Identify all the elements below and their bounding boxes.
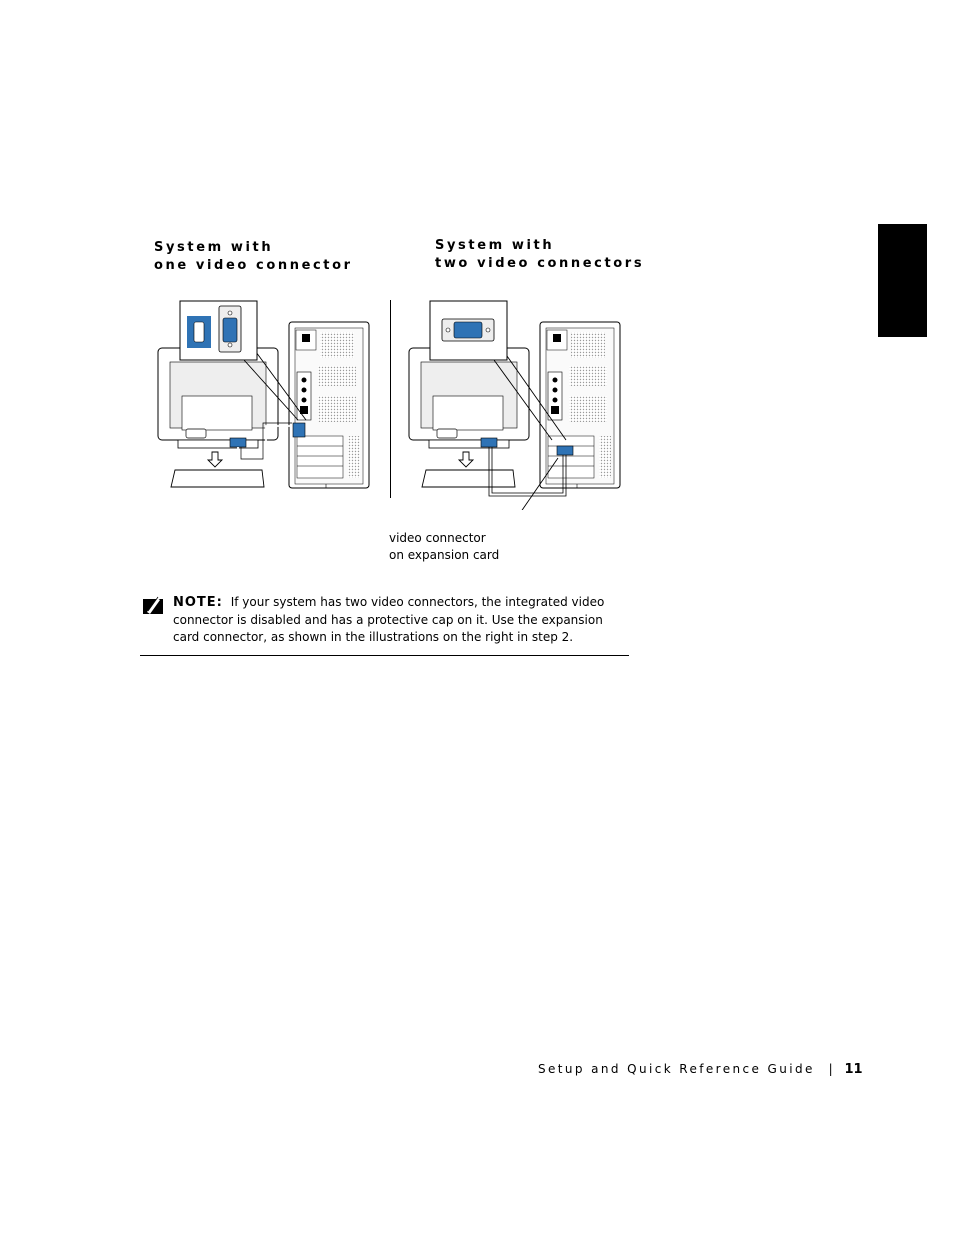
expansion-card-video-port <box>556 445 574 456</box>
video-cable <box>488 447 567 497</box>
note-text: If your system has two video connectors,… <box>173 595 605 644</box>
heading-line: two video connectors <box>435 256 645 271</box>
connection-illustration <box>157 300 621 510</box>
down-arrow-icon <box>206 451 224 468</box>
callout-line: video connector <box>389 531 486 545</box>
computer-tower-illustration <box>539 321 621 489</box>
footer-separator: | <box>828 1062 833 1076</box>
expansion-card-callout: video connector on expansion card <box>389 530 499 564</box>
heading-line: System with <box>154 240 274 255</box>
down-arrow-icon <box>457 451 475 468</box>
figure-divider <box>390 300 391 498</box>
heading-two-connectors: System with two video connectors <box>435 237 644 273</box>
section-tab <box>878 224 927 337</box>
monitor-illustration <box>157 347 279 488</box>
video-connector-zoom <box>179 300 307 421</box>
video-cable <box>237 422 292 463</box>
note-block: NOTE: If your system has two video conne… <box>173 594 621 647</box>
heading-line: System with <box>435 238 555 253</box>
page-footer: Setup and Quick Reference Guide | 11 <box>538 1062 863 1077</box>
note-label: NOTE: <box>173 595 223 610</box>
computer-tower-illustration <box>288 321 370 489</box>
monitor-illustration <box>408 347 530 488</box>
integrated-video-port <box>292 422 306 438</box>
page-number: 11 <box>844 1062 863 1077</box>
note-rule <box>140 655 629 656</box>
callout-line: on expansion card <box>389 548 500 562</box>
heading-line: one video connector <box>154 258 353 273</box>
video-connector-zoom <box>429 300 567 441</box>
note-pencil-icon <box>143 596 163 614</box>
footer-title: Setup and Quick Reference Guide <box>538 1062 815 1076</box>
heading-one-connector: System with one video connector <box>154 239 353 275</box>
